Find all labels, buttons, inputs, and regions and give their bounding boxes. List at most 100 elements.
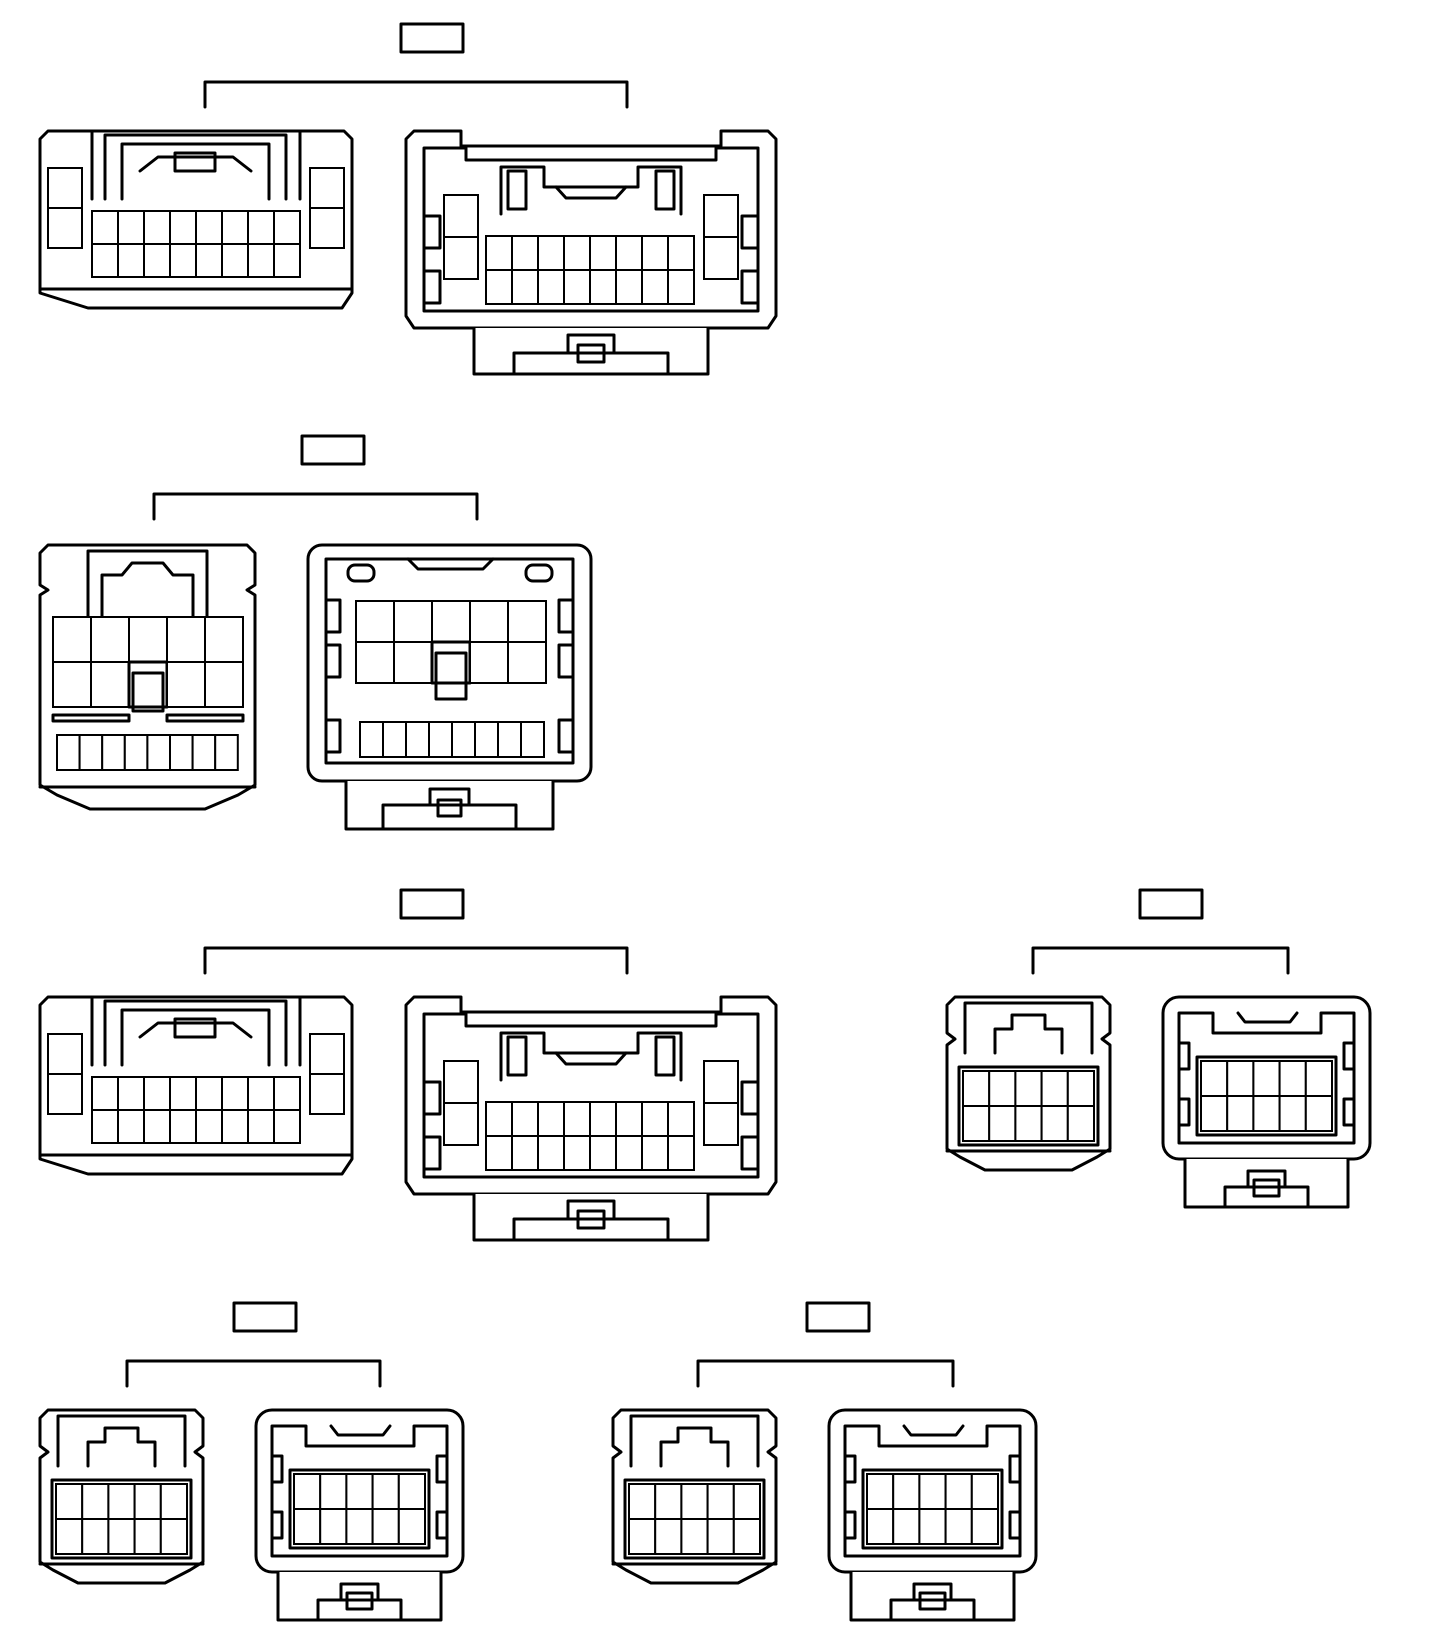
pin-cavity	[47, 1073, 83, 1115]
pin-cell	[428, 721, 453, 758]
pin-cavity	[169, 1076, 197, 1111]
pin-cavity	[247, 210, 275, 245]
pin-cavity	[485, 235, 513, 271]
connector-left-view	[38, 995, 354, 1176]
pin-cell	[1252, 1060, 1281, 1097]
connector-right-view	[404, 129, 778, 376]
pin-cavity	[680, 1483, 709, 1520]
latch-slot	[554, 185, 628, 200]
pin-cavity	[1014, 1105, 1043, 1142]
pin-cavity	[1066, 1070, 1096, 1107]
lock-frame	[316, 1598, 403, 1622]
pin-cavity	[1304, 1095, 1334, 1132]
pin-cell	[485, 269, 513, 305]
pin-cell	[359, 721, 384, 758]
pin-cell	[866, 1508, 895, 1545]
key-wall	[499, 1031, 683, 1082]
pin-cavity	[195, 243, 223, 278]
pin-cell	[703, 236, 739, 280]
pin-cell	[55, 1518, 84, 1555]
pin-cell	[107, 1518, 136, 1555]
pin-cavity	[1304, 1060, 1334, 1097]
pin-cavity	[732, 1483, 761, 1520]
pin-cell	[667, 235, 695, 271]
pin-cavity	[654, 1518, 683, 1555]
pin-cavity	[221, 1076, 249, 1111]
pin-cavity	[511, 235, 539, 271]
connector-left-view	[38, 129, 354, 310]
pin-cavity	[393, 600, 433, 643]
pin-cell	[91, 243, 119, 278]
pin-cell	[706, 1518, 735, 1555]
side-notch	[324, 643, 342, 679]
pin-cavity	[1040, 1105, 1069, 1142]
pin-cavity	[128, 616, 168, 663]
pin-cell	[443, 1060, 479, 1104]
pin-cell	[382, 721, 407, 758]
pin-cell	[319, 1508, 348, 1545]
pin-cell	[962, 1070, 991, 1107]
pin-cell	[1200, 1060, 1229, 1097]
pin-cavity	[247, 243, 275, 278]
pin-cavity	[91, 1076, 119, 1111]
pin-cell	[641, 269, 669, 305]
pin-cell	[918, 1508, 947, 1545]
pin-cavity	[892, 1508, 921, 1545]
pin-cavity	[319, 1473, 348, 1510]
pin-cell	[393, 600, 433, 643]
bracket-line	[696, 1359, 955, 1388]
pin-cavity	[443, 1060, 479, 1104]
pin-cell	[667, 269, 695, 305]
pin-cell	[641, 1135, 669, 1171]
pin-cell	[732, 1518, 761, 1555]
guide-rib	[506, 1035, 528, 1077]
pin-cavity	[166, 661, 206, 708]
pin-cavity	[81, 1483, 110, 1520]
rib	[165, 713, 245, 723]
pin-cavity	[159, 1518, 189, 1555]
latch-slot	[902, 1424, 965, 1437]
guide-rib	[654, 169, 676, 211]
pin-cavity	[507, 641, 547, 684]
latch-ramp	[100, 561, 195, 619]
pin-cavity	[970, 1473, 999, 1510]
pin-cavity	[166, 616, 206, 663]
pin-cell	[469, 600, 509, 643]
lock-frame	[381, 803, 518, 831]
pin-cavity	[563, 269, 591, 305]
pin-cavity	[511, 1101, 539, 1137]
pin-cell	[431, 600, 471, 643]
rib	[51, 713, 131, 723]
pin-cell	[680, 1518, 709, 1555]
pin-cavity	[90, 616, 130, 663]
guide-rib	[524, 563, 554, 583]
pin-cavity	[81, 1518, 110, 1555]
pin-cell	[654, 1483, 683, 1520]
pin-cell	[507, 641, 547, 684]
pin-cell	[563, 1101, 591, 1137]
lock-tab	[436, 798, 463, 818]
pin-cell	[107, 1483, 136, 1520]
side-notch	[740, 1135, 760, 1171]
pin-cavity	[511, 269, 539, 305]
pin-cell	[1278, 1060, 1307, 1097]
lock-frame	[512, 1217, 670, 1242]
pin-cavity	[443, 236, 479, 280]
pin-cavity	[537, 269, 565, 305]
connector-header	[696, 1301, 955, 1388]
pin-cell	[166, 661, 206, 708]
pin-cell	[55, 1483, 84, 1520]
pin-cavity	[52, 616, 92, 663]
pin-cell	[667, 1101, 695, 1137]
pin-cell	[1066, 1070, 1096, 1107]
pin-cell	[355, 641, 395, 684]
pin-block	[957, 1065, 1100, 1147]
lock-frame	[566, 1199, 616, 1221]
side-notch	[843, 1510, 857, 1540]
pin-cell	[511, 269, 539, 305]
side-notch	[422, 269, 442, 305]
pin-cavity	[143, 1076, 171, 1111]
lock-housing	[849, 1572, 1016, 1622]
pin-cavity	[56, 734, 81, 771]
lock-housing	[472, 1194, 710, 1242]
